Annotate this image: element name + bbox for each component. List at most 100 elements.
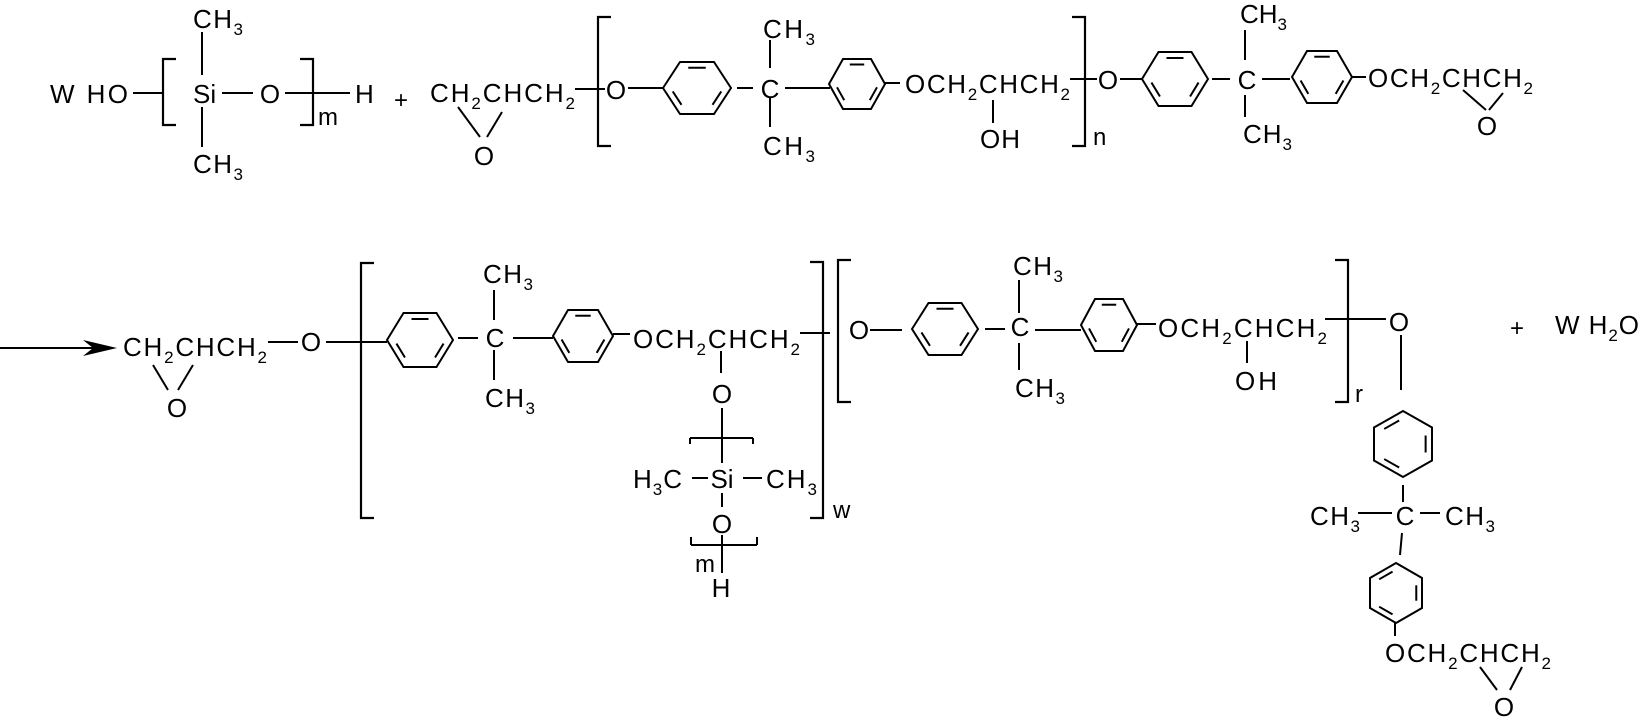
quaternary-carbon: C <box>1238 65 1257 95</box>
bracket-close <box>1072 15 1087 148</box>
siloxane-index-m: m <box>695 551 715 578</box>
methyl-top: CH3 <box>193 4 243 39</box>
reaction-arrow-head <box>83 340 117 356</box>
methyl-top: CH3 <box>1013 251 1063 286</box>
silicon-atom: Si <box>193 79 216 109</box>
methyl-bottom: CH3 <box>485 383 535 418</box>
epoxide-oxygen: O <box>474 141 494 171</box>
ring-double-bond <box>595 338 606 354</box>
quaternary-carbon: C <box>486 323 505 353</box>
epoxide-oxygen: O <box>1494 692 1514 720</box>
ring-outline <box>1290 50 1354 104</box>
ring-double-bond <box>395 343 406 359</box>
ring-outline <box>1079 298 1139 352</box>
repeat-index-r: r <box>1355 381 1363 408</box>
methyl-right: CH3 <box>1445 501 1495 536</box>
epoxide-oxygen: O <box>167 393 187 423</box>
glycidyl-ether-end: OCH2CHCH2 <box>1368 63 1533 98</box>
reactant-siloxane: W HO Si CH3 CH3 O m H <box>50 4 374 184</box>
benzene-ring <box>1140 51 1210 107</box>
bracket-close <box>300 57 315 127</box>
bonds-layer <box>0 15 1523 691</box>
methyl-bottom: CH3 <box>1243 119 1292 154</box>
terminal-hydrogen: H <box>712 573 731 603</box>
ring-double-bond <box>1150 82 1161 98</box>
ring-outline <box>910 302 980 356</box>
ring-outline <box>1373 409 1433 479</box>
hydroxyl-group: OH <box>1235 366 1277 396</box>
methyl-left: CH3 <box>1310 501 1360 536</box>
ether-oxygen: O <box>606 75 626 105</box>
benzene-ring <box>1369 561 1423 625</box>
terminal-hydrogen: H <box>355 79 374 109</box>
repeat-index-n: n <box>1093 124 1106 151</box>
ether-oxygen: O <box>1098 65 1118 95</box>
side-oxygen: O <box>712 379 732 409</box>
bracket-open-w <box>359 261 374 520</box>
bracket-open <box>596 15 611 148</box>
benzene-ring <box>1290 50 1354 104</box>
plus-sign: + <box>394 87 408 114</box>
ether-oxygen: O <box>1389 307 1409 337</box>
ring-outline <box>661 61 733 115</box>
ring-double-bond <box>1378 570 1394 581</box>
oxygen-atom: O <box>260 79 280 109</box>
ring-double-bond <box>1088 327 1098 343</box>
bracket-open <box>161 57 176 127</box>
epoxide-oxygen: O <box>1477 111 1497 141</box>
ring-double-bond <box>959 331 970 347</box>
ring-double-bond <box>434 343 445 359</box>
epoxide-bond <box>152 364 169 391</box>
ring-double-bond <box>920 331 931 347</box>
water-byproduct: W H2O <box>1555 310 1639 345</box>
epoxide-bond <box>457 106 481 138</box>
ring-double-bond <box>1383 458 1400 469</box>
benzene-ring <box>661 61 733 115</box>
ether-oxygen: O <box>301 327 321 357</box>
bracket-close-r <box>1335 258 1350 404</box>
plus-sign: + <box>1510 315 1524 342</box>
benzene-ring <box>1373 409 1433 479</box>
si-methyl-left: H3C <box>633 464 682 499</box>
ring-double-bond <box>1299 79 1310 95</box>
bond-line <box>1399 532 1403 556</box>
epoxide-bond <box>486 111 503 138</box>
repeat-index-m: m <box>318 104 338 131</box>
ring-double-bond <box>1189 82 1200 98</box>
bracket-close-w <box>810 260 825 520</box>
epoxide-bond <box>1479 666 1498 691</box>
repeat-index-w: w <box>832 497 851 524</box>
ring-outline <box>1140 51 1210 107</box>
ring-double-bond <box>836 86 846 101</box>
ring-double-bond <box>1334 79 1345 95</box>
methyl-bottom: CH3 <box>193 149 243 184</box>
quaternary-carbon: C <box>1011 312 1030 342</box>
ring-double-bond <box>1383 419 1400 430</box>
methyl-top: CH3 <box>483 259 533 294</box>
ring-outline <box>1369 561 1423 625</box>
ring-double-bond <box>1120 327 1130 343</box>
ring-outline <box>385 312 455 368</box>
ring-outline <box>827 58 887 110</box>
benzene-ring <box>1079 298 1139 352</box>
ether-oxygen: O <box>849 315 869 345</box>
hydroxyl-group: OH <box>980 124 1020 154</box>
benzene-ring <box>551 309 615 363</box>
epoxide-bond <box>177 364 194 391</box>
benzene-ring <box>827 58 887 110</box>
benzene-ring <box>385 312 455 368</box>
silicon-atom: Si <box>710 464 733 494</box>
